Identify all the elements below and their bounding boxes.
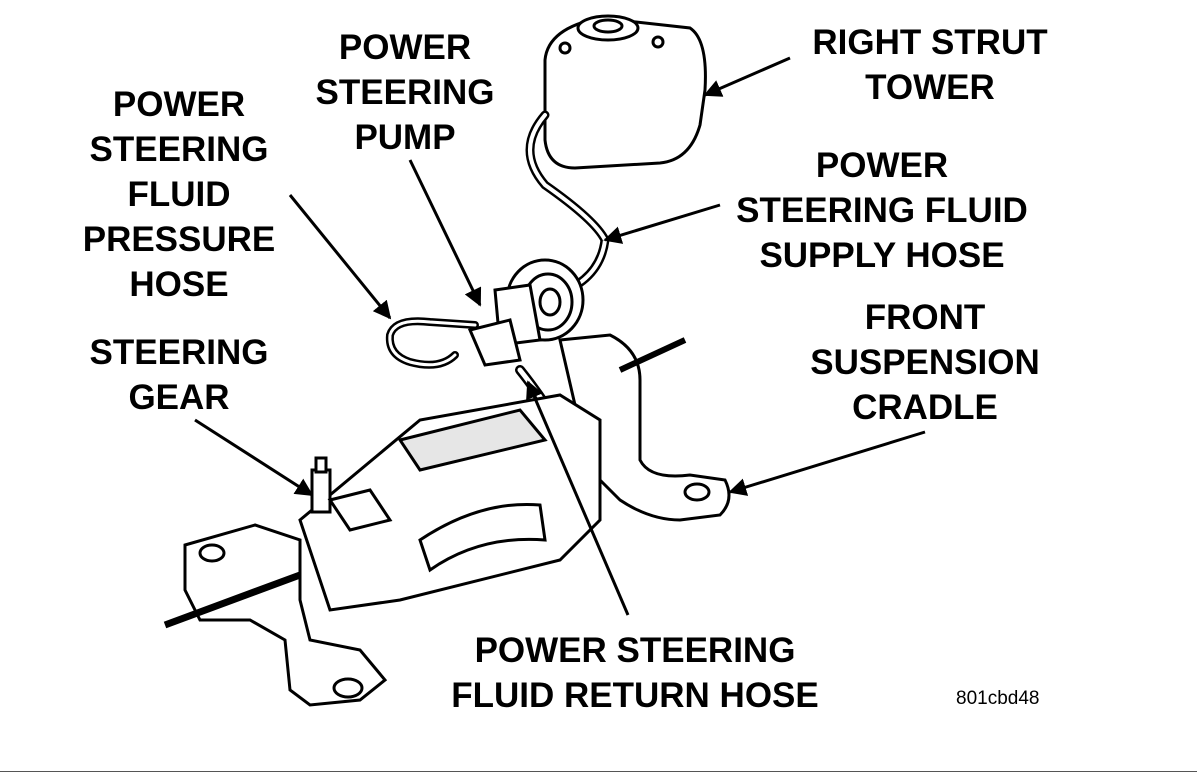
figure-code: 801cbd48 (956, 688, 1040, 709)
cradle-drawing (558, 333, 731, 522)
label-steering-gear: STEERING GEAR (89, 333, 269, 417)
label-supply-hose: POWER STEERING FLUID SUPPLY HOSE (736, 146, 1028, 275)
strut-tower-drawing (543, 14, 707, 170)
label-front-suspension-cradle: FRONT SUSPENSION CRADLE (810, 298, 1040, 427)
pump-drawing (467, 258, 585, 367)
label-return-hose: POWER STEERING FLUID RETURN HOSE (451, 631, 819, 715)
cradle-left-drawing (163, 523, 388, 707)
bottom-rule (0, 771, 1197, 772)
steering-gear-drawing (298, 393, 602, 612)
label-right-strut-tower: RIGHT STRUT TOWER (812, 23, 1048, 107)
leader-lines (194, 56, 926, 616)
label-pressure-hose: POWER STEERING FLUID PRESSURE HOSE (82, 85, 276, 304)
label-power-steering-pump: POWER STEERING PUMP (315, 28, 495, 157)
